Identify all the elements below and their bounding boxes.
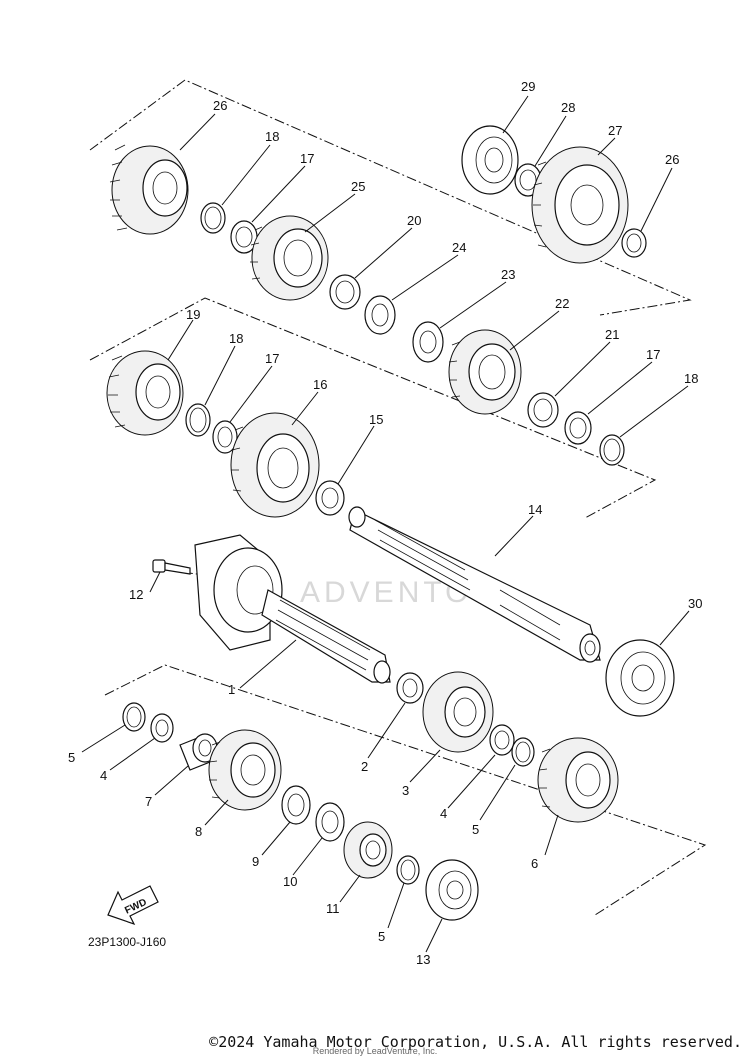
part-10-washer[interactable] [315, 802, 345, 842]
part-27-gear[interactable] [531, 146, 629, 264]
label-17-right: 17 [646, 347, 660, 362]
leader-lines [81, 95, 690, 953]
label-3: 3 [402, 783, 409, 798]
part-12-bolt[interactable] [152, 559, 191, 575]
label-2: 2 [361, 759, 368, 774]
label-1: 1 [228, 682, 235, 697]
copyright-notice: ©2024 Yamaha Motor Corporation, U.S.A. A… [209, 1033, 742, 1051]
label-19: 19 [186, 307, 200, 322]
label-8: 8 [195, 824, 202, 839]
part-5-circlip-right[interactable] [511, 737, 535, 767]
part-18-circlip-upper[interactable] [200, 202, 226, 234]
part-24-gear[interactable] [250, 215, 329, 301]
part-17-washer-right[interactable] [564, 411, 592, 445]
label-18-upper: 18 [265, 129, 279, 144]
label-25: 26 [213, 98, 227, 113]
part-13-bearing[interactable] [425, 859, 479, 921]
part-18-circlip-middle[interactable] [185, 403, 211, 437]
label-14: 14 [528, 502, 542, 517]
label-18-right: 18 [684, 371, 698, 386]
label-16: 16 [313, 377, 327, 392]
part-11-gear[interactable] [343, 821, 393, 879]
part-2-collar[interactable] [396, 672, 424, 704]
label-20-upper: 20 [407, 213, 421, 228]
label-15: 15 [369, 412, 383, 427]
part-26-bushing[interactable] [621, 228, 647, 258]
label-7: 7 [145, 794, 152, 809]
part-17-washer-upper[interactable] [230, 220, 258, 254]
render-credit: Rendered by LeadVenture, Inc. [312, 1046, 438, 1056]
part-6-gear[interactable] [537, 737, 619, 823]
label-12: 12 [129, 587, 143, 602]
label-22: 23 [501, 267, 515, 282]
part-5-circlip-left[interactable] [122, 702, 146, 732]
part-19-gear[interactable] [106, 350, 184, 436]
part-20-bearing-lower[interactable] [527, 392, 559, 428]
middle-group-outline [89, 297, 657, 519]
label-26: 26 [665, 152, 679, 167]
label-27: 27 [608, 123, 622, 138]
part-25-gear[interactable] [109, 144, 189, 235]
part-15-collar[interactable] [315, 480, 345, 516]
label-18-middle: 18 [229, 331, 243, 346]
label-6: 6 [531, 856, 538, 871]
part-18-circlip-right[interactable] [599, 434, 625, 466]
part-3-gear[interactable] [422, 671, 494, 753]
part-8-gear[interactable] [208, 729, 282, 811]
label-11: 11 [326, 901, 340, 916]
part-1-main-axle[interactable] [194, 534, 391, 684]
label-9: 9 [252, 854, 259, 869]
part-4-washer-right[interactable] [489, 724, 515, 756]
part-17-washer-middle[interactable] [212, 420, 238, 454]
label-4-left: 4 [100, 768, 107, 783]
label-29: 29 [521, 79, 535, 94]
label-13: 13 [416, 952, 430, 967]
part-number-labels: 26 18 17 25 20 24 23 22 21 17 18 29 28 2… [68, 79, 702, 967]
label-17-middle: 17 [265, 351, 279, 366]
label-20-lower: 21 [605, 327, 619, 342]
label-30: 30 [688, 596, 702, 611]
part-9-washer[interactable] [281, 785, 311, 825]
part-30-bearing[interactable] [605, 639, 675, 717]
label-5-right: 5 [472, 822, 479, 837]
label-21: 22 [555, 296, 569, 311]
label-24: 25 [351, 179, 365, 194]
part-29-bearing[interactable] [461, 125, 519, 195]
label-28: 28 [561, 100, 575, 115]
forward-direction-arrow: FWD [107, 885, 159, 926]
label-5-left: 5 [68, 750, 75, 765]
part-4-washer-left[interactable] [150, 713, 174, 743]
label-23: 24 [452, 240, 466, 255]
part-21-gear[interactable] [448, 329, 522, 415]
part-22-washer[interactable] [412, 321, 444, 363]
part-14-drive-axle[interactable] [348, 506, 601, 663]
part-23-washer[interactable] [364, 295, 396, 335]
label-4-right: 4 [440, 806, 447, 821]
part-16-gear[interactable] [230, 412, 320, 518]
label-17-upper: 17 [300, 151, 314, 166]
drawing-code: 23P1300-J160 [88, 935, 166, 949]
label-5-bottom: 5 [378, 929, 385, 944]
label-10: 10 [283, 874, 297, 889]
part-5-circlip-bottom[interactable] [396, 855, 420, 885]
upper-group-outline [89, 79, 692, 316]
part-20-bearing-upper[interactable] [329, 274, 361, 310]
